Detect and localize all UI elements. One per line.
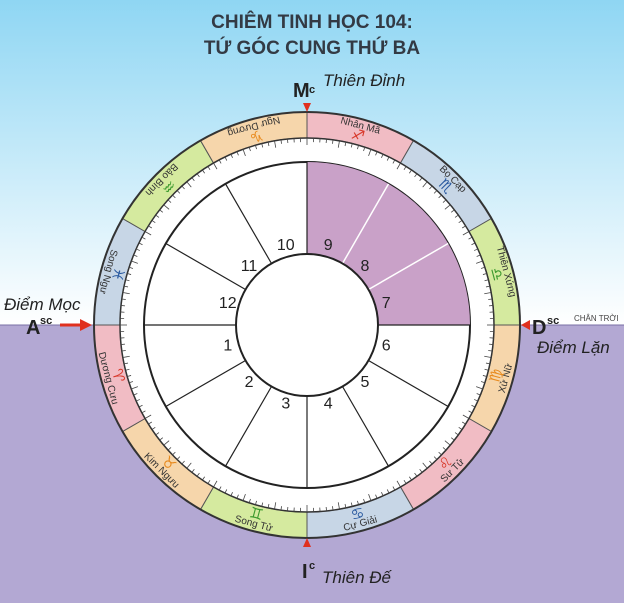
asc-sup: sc [40, 315, 52, 327]
sign-glyph-icon: ♐ [349, 125, 367, 146]
house-number: 12 [219, 295, 237, 312]
sign-glyph-icon: ♋ [349, 503, 367, 524]
ic-arrow-icon [303, 538, 311, 547]
mc-abbr: M [293, 80, 310, 102]
mc-arrow-icon [303, 103, 311, 112]
house-number: 10 [277, 237, 295, 254]
house-highlight [368, 243, 470, 325]
house-number: 3 [281, 395, 290, 412]
house-number: 6 [382, 337, 391, 354]
house-highlight [342, 183, 449, 290]
sign-glyph-icon: ♈ [108, 367, 129, 385]
house-number: 4 [324, 395, 333, 412]
ic-label: Thiên Đế [322, 568, 393, 587]
asc-marker: Điểm Mọc A sc [4, 295, 92, 339]
dsc-abbr: D [532, 317, 546, 339]
ic-abbr: I [302, 561, 308, 583]
house-number: 1 [223, 337, 232, 354]
house-number: 9 [324, 237, 333, 254]
asc-arrow-icon [80, 319, 92, 331]
house-number: 5 [361, 374, 370, 391]
sign-glyph-icon: ♎ [486, 265, 507, 283]
dsc-arrow-icon [521, 320, 530, 330]
sign-glyph-icon: ♑ [248, 126, 266, 147]
house-number: 2 [245, 374, 254, 391]
sign-glyph-icon: ♍ [485, 367, 506, 385]
house-number: 7 [382, 295, 391, 312]
zodiac-ring: Nhân Mã♐Bọ Cạp♏Thiên Xứng♎Xử Nữ♍Sư Tử♌Cự… [93, 111, 521, 539]
title-line-1: CHIÊM TINH HỌC 104: [211, 11, 413, 33]
ic-sup: c [309, 560, 315, 572]
dsc-label: Điểm Lặn [537, 338, 610, 357]
title-line-2: TỨ GÓC CUNG THỨ BA [204, 37, 421, 59]
center-circle [235, 253, 379, 397]
horizon-label: CHÂN TRỜI [574, 314, 619, 323]
mc-label: Thiên Đỉnh [323, 71, 405, 90]
sign-glyph-icon: ♓ [108, 266, 129, 284]
asc-abbr: A [26, 317, 40, 339]
house-number: 11 [241, 258, 258, 275]
mc-sup: c [309, 84, 315, 96]
dsc-sup: sc [547, 315, 559, 327]
house-highlight [307, 162, 389, 264]
ic-marker: I c Thiên Đế [302, 538, 393, 587]
dsc-marker: D sc CHÂN TRỜI Điểm Lặn [521, 314, 619, 357]
mc-marker: M c Thiên Đỉnh [293, 71, 405, 112]
asc-label: Điểm Mọc [4, 295, 81, 314]
house-number: 8 [361, 258, 370, 275]
sign-glyph-icon: ♊ [248, 503, 266, 524]
